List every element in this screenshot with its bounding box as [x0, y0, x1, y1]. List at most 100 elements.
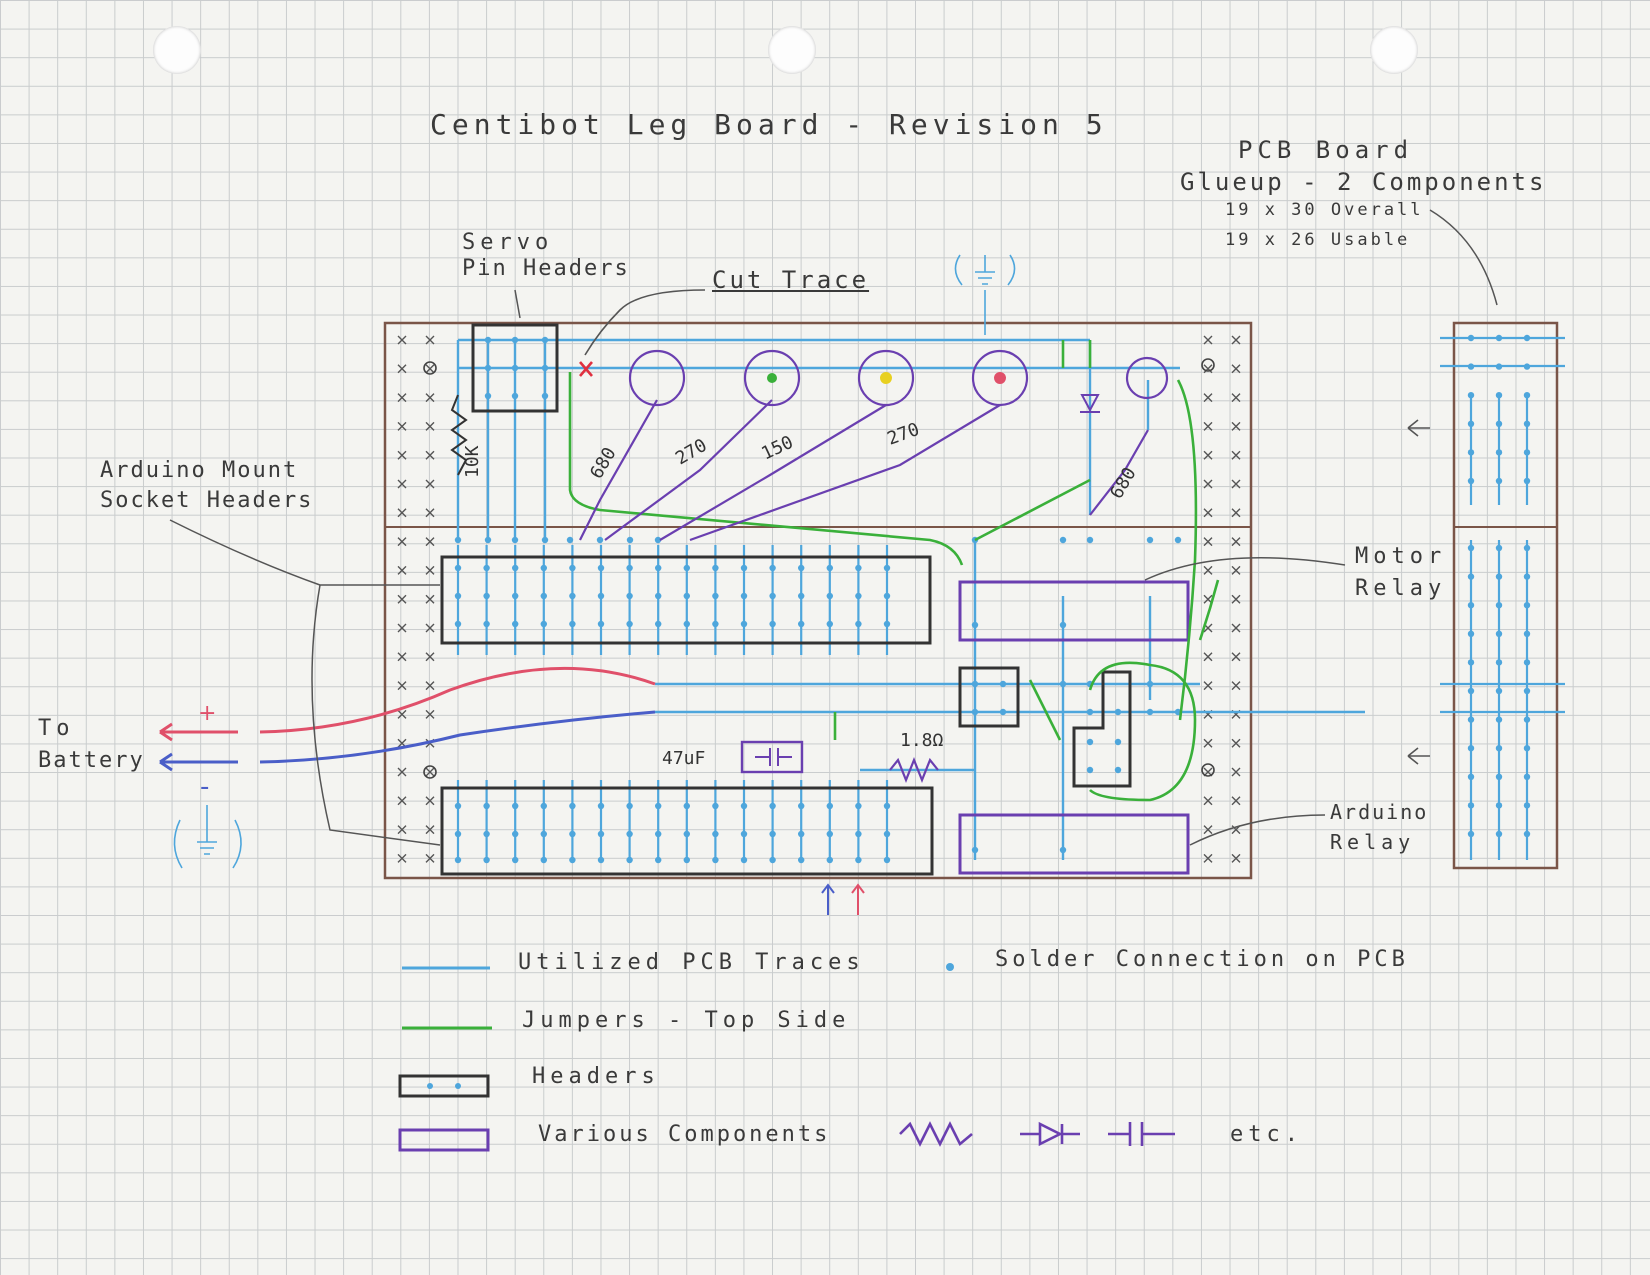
unused-hole-mark — [397, 681, 407, 691]
solder-dot — [769, 802, 776, 810]
arduino-relay — [958, 813, 1190, 875]
unused-hole-mark — [425, 393, 435, 403]
unused-hole-mark — [397, 709, 407, 719]
solder-dot — [883, 856, 891, 864]
solder-dot — [712, 830, 719, 838]
power-header — [958, 666, 1020, 728]
solder-dot — [511, 364, 519, 372]
solder-dot — [826, 802, 833, 810]
protection-diode — [1080, 394, 1100, 413]
unused-hole-mark — [397, 767, 407, 777]
solder-dot — [683, 802, 690, 810]
unused-hole-mark — [425, 364, 435, 374]
solder-dot — [855, 620, 862, 628]
unused-hole-mark — [1203, 508, 1213, 518]
solder-dot — [769, 830, 776, 838]
unused-hole-mark — [425, 450, 435, 460]
solder-dot — [740, 620, 748, 628]
solder-dot — [855, 802, 862, 810]
unused-hole-mark — [397, 853, 407, 863]
punch-hole-left — [153, 26, 201, 74]
solder-dot — [769, 620, 776, 628]
solder-dot — [626, 592, 633, 600]
value-r4-270: 270 — [885, 419, 923, 450]
solder-dot — [597, 592, 605, 600]
pcb-note-line2: Glueup - 2 Components — [1180, 168, 1547, 196]
solder-dot — [769, 856, 776, 864]
motor-relay-label: Motor — [1355, 544, 1447, 569]
solder-dot — [1146, 708, 1154, 716]
legend-various-label: Various Components — [538, 1122, 831, 1147]
servo-label: Servo — [462, 230, 554, 255]
value-r1-680: 680 — [586, 444, 620, 483]
arduino-socket-header-bottom — [440, 786, 934, 876]
value-pullup-10k: 10K — [462, 445, 483, 478]
value-shunt-1-8: 1.8Ω — [900, 730, 944, 751]
solder-dot — [597, 802, 605, 810]
solder-dot — [712, 564, 719, 572]
legend — [398, 963, 1175, 1152]
legend-etc-label: etc. — [1230, 1122, 1303, 1147]
unused-hole-mark — [425, 623, 435, 633]
solder-dot — [798, 856, 805, 864]
unused-hole-mark — [425, 709, 435, 719]
solder-dot — [855, 592, 862, 600]
header-column-traces — [456, 545, 889, 860]
capacitor-47uf — [740, 740, 804, 774]
pcb-note-line4: 19 x 26 Usable — [1225, 230, 1411, 250]
solder-dot — [740, 856, 748, 864]
unused-hole-mark — [1231, 738, 1241, 748]
unused-hole-mark — [425, 421, 435, 431]
board-outline — [383, 321, 1253, 880]
unused-hole-mark — [397, 623, 407, 633]
unused-hole-mark — [397, 508, 407, 518]
led-indicators — [628, 349, 1169, 407]
solder-dot — [1059, 621, 1067, 629]
solder-dot — [454, 536, 462, 544]
unused-hole-mark — [1203, 652, 1213, 662]
battery-minus-sign: - — [200, 772, 209, 802]
solder-dot — [569, 830, 576, 838]
solder-dot — [511, 536, 519, 544]
ground-symbol-top — [954, 254, 1016, 335]
arduino-relay-label-2: Relay — [1330, 830, 1416, 854]
solder-dot — [511, 392, 519, 400]
solder-dot — [712, 802, 719, 810]
solder-dot — [597, 564, 605, 572]
solder-dot — [541, 392, 549, 400]
unused-hole-mark — [1231, 508, 1241, 518]
unused-hole-mark — [1231, 479, 1241, 489]
cut-trace-arrow — [584, 289, 706, 356]
unused-hole-mark — [397, 652, 407, 662]
solder-dot — [740, 564, 748, 572]
solder-dot — [483, 856, 490, 864]
value-r3-150: 150 — [758, 432, 796, 465]
solder-dot — [541, 336, 549, 344]
solder-dot — [540, 830, 547, 838]
solder-dot — [454, 564, 462, 572]
unused-hole-mark — [1231, 421, 1241, 431]
value-cap-47uf: 47uF — [662, 748, 705, 769]
unused-hole-mark — [1231, 335, 1241, 345]
unused-hole-mark — [1231, 393, 1241, 403]
arduino-mount-label: Arduino Mount — [100, 458, 299, 483]
solder-dot — [683, 620, 690, 628]
unused-hole-mark — [397, 594, 407, 604]
unused-hole-mark — [425, 825, 435, 835]
solder-dot — [626, 830, 633, 838]
solder-dot — [1059, 680, 1067, 688]
solder-dot — [626, 564, 633, 572]
unused-hole-mark — [1231, 364, 1241, 374]
solder-dot — [769, 592, 776, 600]
pullup-resistor — [450, 394, 468, 476]
diagram-title: Centibot Leg Board - Revision 5 — [430, 108, 1108, 141]
solder-dot — [654, 536, 662, 544]
solder-dot — [454, 802, 462, 810]
unused-hole-mark — [1203, 450, 1213, 460]
solder-dot — [1086, 536, 1094, 544]
solder-dot — [540, 802, 547, 810]
solder-dot — [1146, 680, 1154, 688]
unused-hole-mark — [1203, 479, 1213, 489]
solder-dot — [569, 564, 576, 572]
unused-hole-mark — [425, 853, 435, 863]
